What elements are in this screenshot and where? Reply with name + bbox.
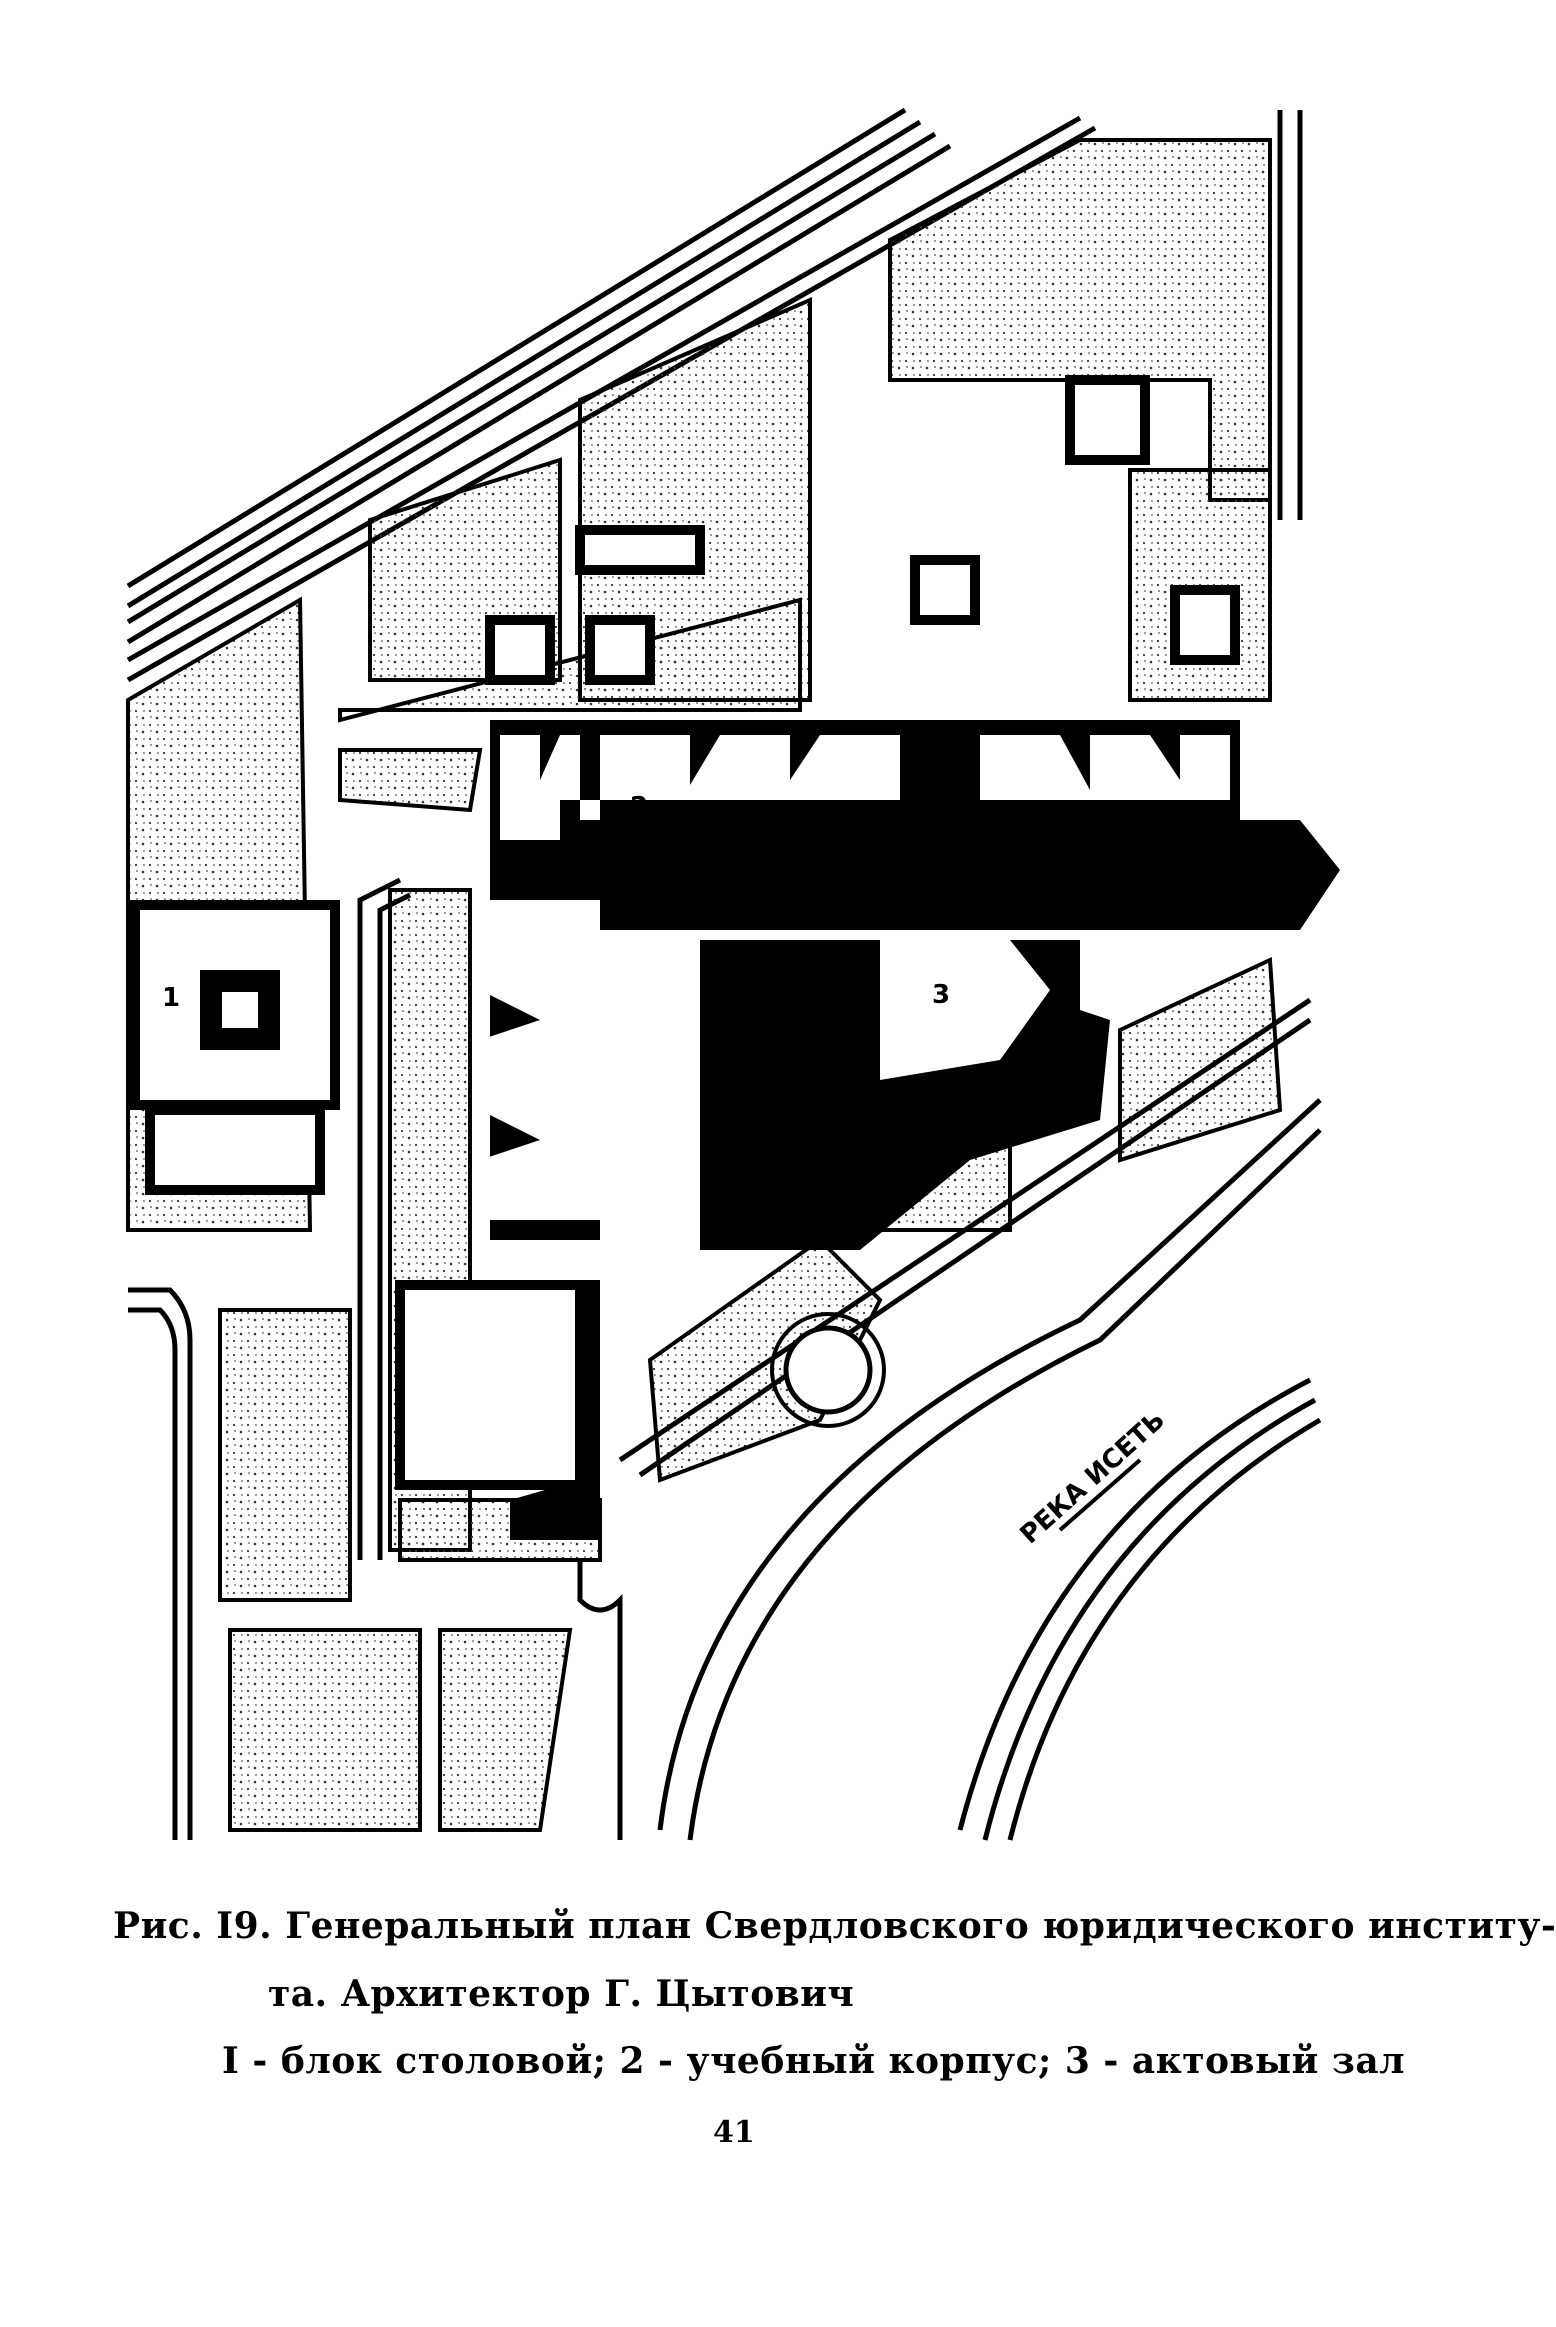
page-number: 41: [713, 2115, 755, 2150]
figure-caption-line-2: та. Архитектор Г. Цытович: [268, 1973, 855, 2015]
library-block: [395, 1280, 600, 1540]
site-plan-figure: 1 2 3: [126, 107, 1340, 1841]
east-boundary: [1277, 110, 1303, 520]
hall-label: 3: [932, 980, 950, 1010]
roads: [128, 877, 1322, 1841]
figure-legend: I - блок столовой; 2 - учебный корпус; 3…: [222, 2040, 1406, 2082]
canteen-label: 1: [162, 983, 180, 1013]
courtyard-buildings: [485, 375, 1240, 685]
academic-building: 2: [480, 720, 1340, 1240]
figure-caption-line-1: Рис. I9. Генеральный план Свердловского …: [113, 1905, 1556, 1947]
landscaped-areas: [126, 138, 1283, 1832]
canteen-block: 1: [130, 900, 340, 1195]
plaza: [770, 1312, 886, 1428]
assembly-hall: 3: [700, 940, 1110, 1250]
academic-label: 2: [630, 792, 648, 822]
